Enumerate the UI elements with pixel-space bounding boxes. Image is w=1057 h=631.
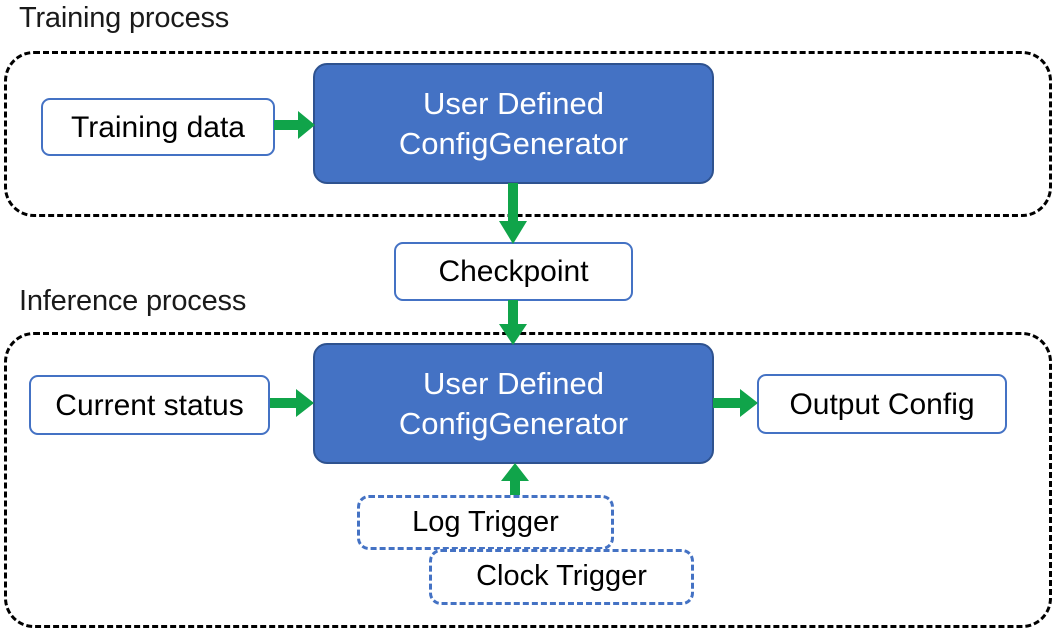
node-output-config[interactable]: Output Config bbox=[757, 374, 1007, 434]
node-log-trigger[interactable]: Log Trigger bbox=[357, 495, 614, 550]
configgenerator-training-line1: User Defined bbox=[423, 85, 604, 121]
training-process-container bbox=[4, 51, 1052, 217]
configgenerator-inference-line2: ConfigGenerator bbox=[398, 405, 629, 441]
configgenerator-training-line2: ConfigGenerator bbox=[398, 125, 629, 161]
inference-process-label: Inference process bbox=[19, 285, 247, 317]
training-process-label: Training process bbox=[19, 2, 230, 34]
node-current-status[interactable]: Current status bbox=[29, 375, 270, 435]
configgenerator-inference-line1: User Defined bbox=[423, 365, 604, 401]
node-user-defined-configgenerator-inference[interactable]: User Defined ConfigGenerator bbox=[313, 343, 714, 464]
inference-process-container bbox=[4, 332, 1052, 628]
node-clock-trigger[interactable]: Clock Trigger bbox=[429, 549, 694, 605]
node-user-defined-configgenerator-training[interactable]: User Defined ConfigGenerator bbox=[313, 63, 714, 184]
node-training-data[interactable]: Training data bbox=[41, 98, 275, 156]
node-checkpoint[interactable]: Checkpoint bbox=[394, 242, 633, 301]
